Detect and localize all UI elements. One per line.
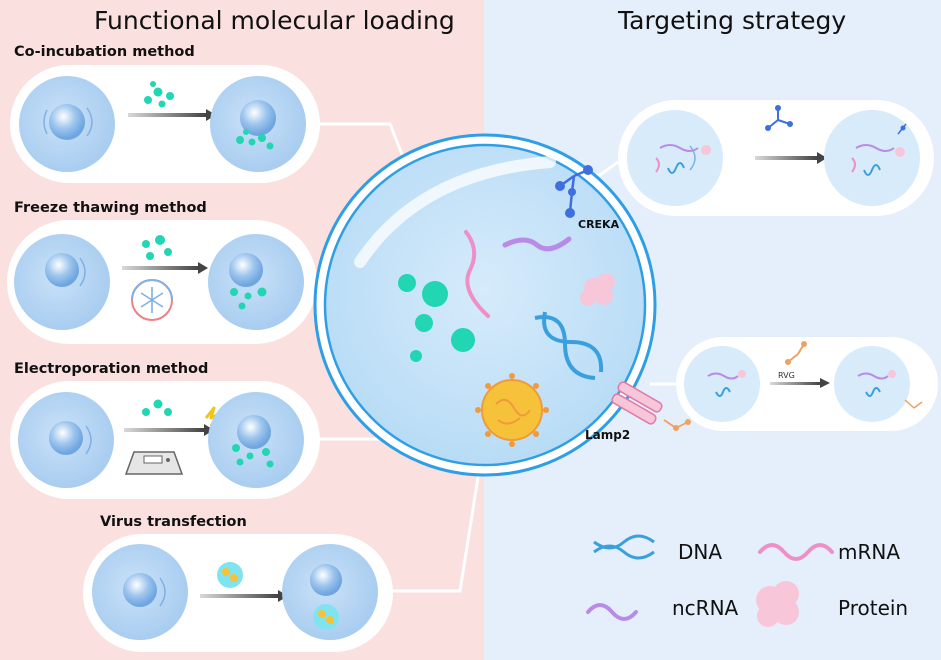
creka-label: CREKA [578, 218, 620, 231]
exosome-virus [475, 373, 549, 447]
legend-protein-icon [756, 581, 799, 627]
creka-targeting-graphic [627, 105, 920, 206]
legend-mrna-icon [758, 543, 834, 561]
virus-transfection-graphic [92, 544, 378, 640]
method-label-freeze-thawing: Freeze thawing method [14, 200, 207, 216]
rvg-label: RVG [778, 371, 795, 380]
targeting-panel-title: Targeting strategy [618, 6, 847, 35]
method-label-virus-transfection: Virus transfection [100, 514, 247, 530]
legend-mrna-label: mRNA [838, 540, 901, 564]
method-label-electroporation: Electroporation method [14, 361, 209, 377]
legend-dna-label: DNA [678, 540, 723, 564]
exosome-dna [534, 311, 604, 380]
legend-ncrna-icon [586, 603, 638, 621]
creka-peptide-small [767, 108, 791, 129]
exosome [313, 133, 691, 477]
legend-protein-label: Protein [838, 596, 909, 620]
legend-dna-icon [593, 534, 655, 560]
loading-panel-title: Functional molecular loading [94, 6, 455, 35]
exosome-protein [580, 273, 615, 306]
loaded-cell-1 [210, 76, 306, 172]
co-incubation-graphic [19, 76, 306, 172]
snowflake-icon [131, 279, 173, 321]
rvg-targeting-graphic [684, 341, 923, 422]
donor-cell-1 [19, 76, 115, 172]
electroporation-graphic [18, 392, 304, 488]
legend-ncrna-label: ncRNA [672, 596, 739, 620]
method-label-co-incubation: Co-incubation method [14, 44, 195, 60]
freeze-thawing-graphic [14, 234, 304, 330]
exosome-lamp2-rvg [611, 381, 691, 431]
exosome-cargo-spheres [398, 274, 475, 362]
lamp2-label: Lamp2 [585, 428, 631, 442]
electroporator-icon [124, 451, 184, 475]
